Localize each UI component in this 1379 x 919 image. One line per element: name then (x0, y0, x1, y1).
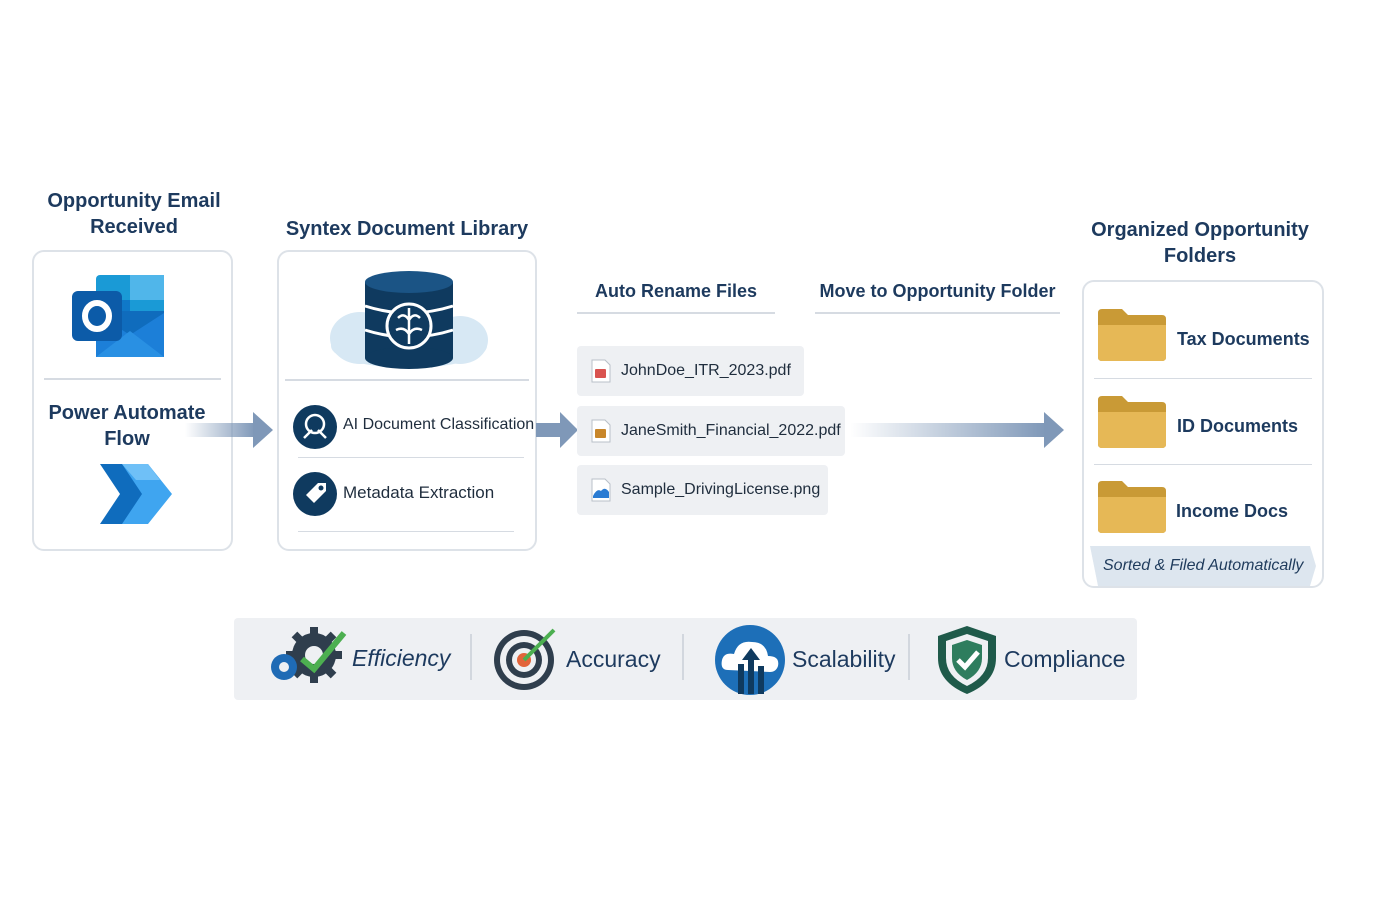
sorted-banner-text: Sorted & Filed Automatically (1103, 557, 1304, 574)
gears-icon (271, 627, 347, 683)
flow-title: Power Automate Flow (32, 400, 222, 452)
folders-divider-1 (1094, 378, 1312, 379)
library-title: Syntex Document Library (285, 218, 529, 240)
library-divider-2 (298, 457, 524, 458)
ai-brain-icon (293, 405, 337, 449)
folders-title-line2: Folders (1163, 245, 1237, 267)
flow-arrow-1 (185, 412, 273, 448)
power-automate-icon (100, 464, 172, 524)
step-move-folder: Move to Opportunity Folder (819, 281, 1056, 301)
library-divider-1 (285, 379, 529, 381)
library-item-ai-classification: AI Document Classification (343, 416, 535, 433)
banner-ribbon (1090, 546, 1316, 586)
benefit-separator (908, 634, 910, 680)
folder-icon (1098, 396, 1166, 448)
flow-arrow-2 (536, 412, 578, 448)
email-title: Opportunity Email Received (20, 188, 248, 240)
folder-icon (1098, 481, 1166, 533)
pdf-icon (591, 419, 611, 443)
pdf-icon (591, 359, 611, 383)
file-item[interactable]: Sample_DrivingLicense.png (577, 465, 828, 515)
file-name: JohnDoe_ITR_2023.pdf (621, 362, 791, 379)
benefit-compliance: Compliance (1004, 646, 1126, 672)
benefit-scalability: Scalability (792, 646, 896, 672)
cloud-upload-icon (715, 625, 785, 695)
folder-id[interactable]: ID Documents (1177, 416, 1299, 436)
folders-divider-2 (1094, 464, 1312, 465)
email-divider (44, 378, 221, 380)
shield-check-icon (938, 626, 996, 694)
outlook-icon (72, 275, 164, 357)
file-item[interactable]: JaneSmith_Financial_2022.pdf (577, 406, 845, 456)
folder-icon (1098, 309, 1166, 361)
library-item-metadata: Metadata Extraction (343, 483, 495, 502)
flow-title-line2: Flow (104, 428, 150, 450)
step-rename-underline (577, 312, 775, 314)
folders-title: Organized Opportunity Folders (1070, 217, 1330, 269)
tag-icon (293, 472, 337, 516)
benefit-separator (470, 634, 472, 680)
folder-income[interactable]: Income Docs (1176, 501, 1289, 521)
benefit-separator (682, 634, 684, 680)
folders-title-line1: Organized Opportunity (1091, 219, 1309, 241)
benefit-accuracy: Accuracy (566, 646, 661, 672)
library-divider-3 (298, 531, 514, 532)
benefit-efficiency: Efficiency (352, 645, 451, 671)
step-auto-rename: Auto Rename Files (594, 281, 758, 301)
file-item[interactable]: JohnDoe_ITR_2023.pdf (577, 346, 804, 396)
folder-tax[interactable]: Tax Documents (1177, 329, 1310, 349)
database-brain-icon (330, 271, 488, 369)
image-icon (591, 478, 611, 502)
file-name: Sample_DrivingLicense.png (621, 481, 821, 498)
flow-title-line1: Power Automate (48, 402, 206, 424)
email-title-line1: Opportunity Email (47, 190, 221, 212)
file-name: JaneSmith_Financial_2022.pdf (621, 422, 841, 439)
step-move-underline (815, 312, 1060, 314)
target-icon (494, 628, 556, 690)
flow-arrow-3 (850, 412, 1064, 448)
email-title-line2: Received (90, 216, 178, 238)
